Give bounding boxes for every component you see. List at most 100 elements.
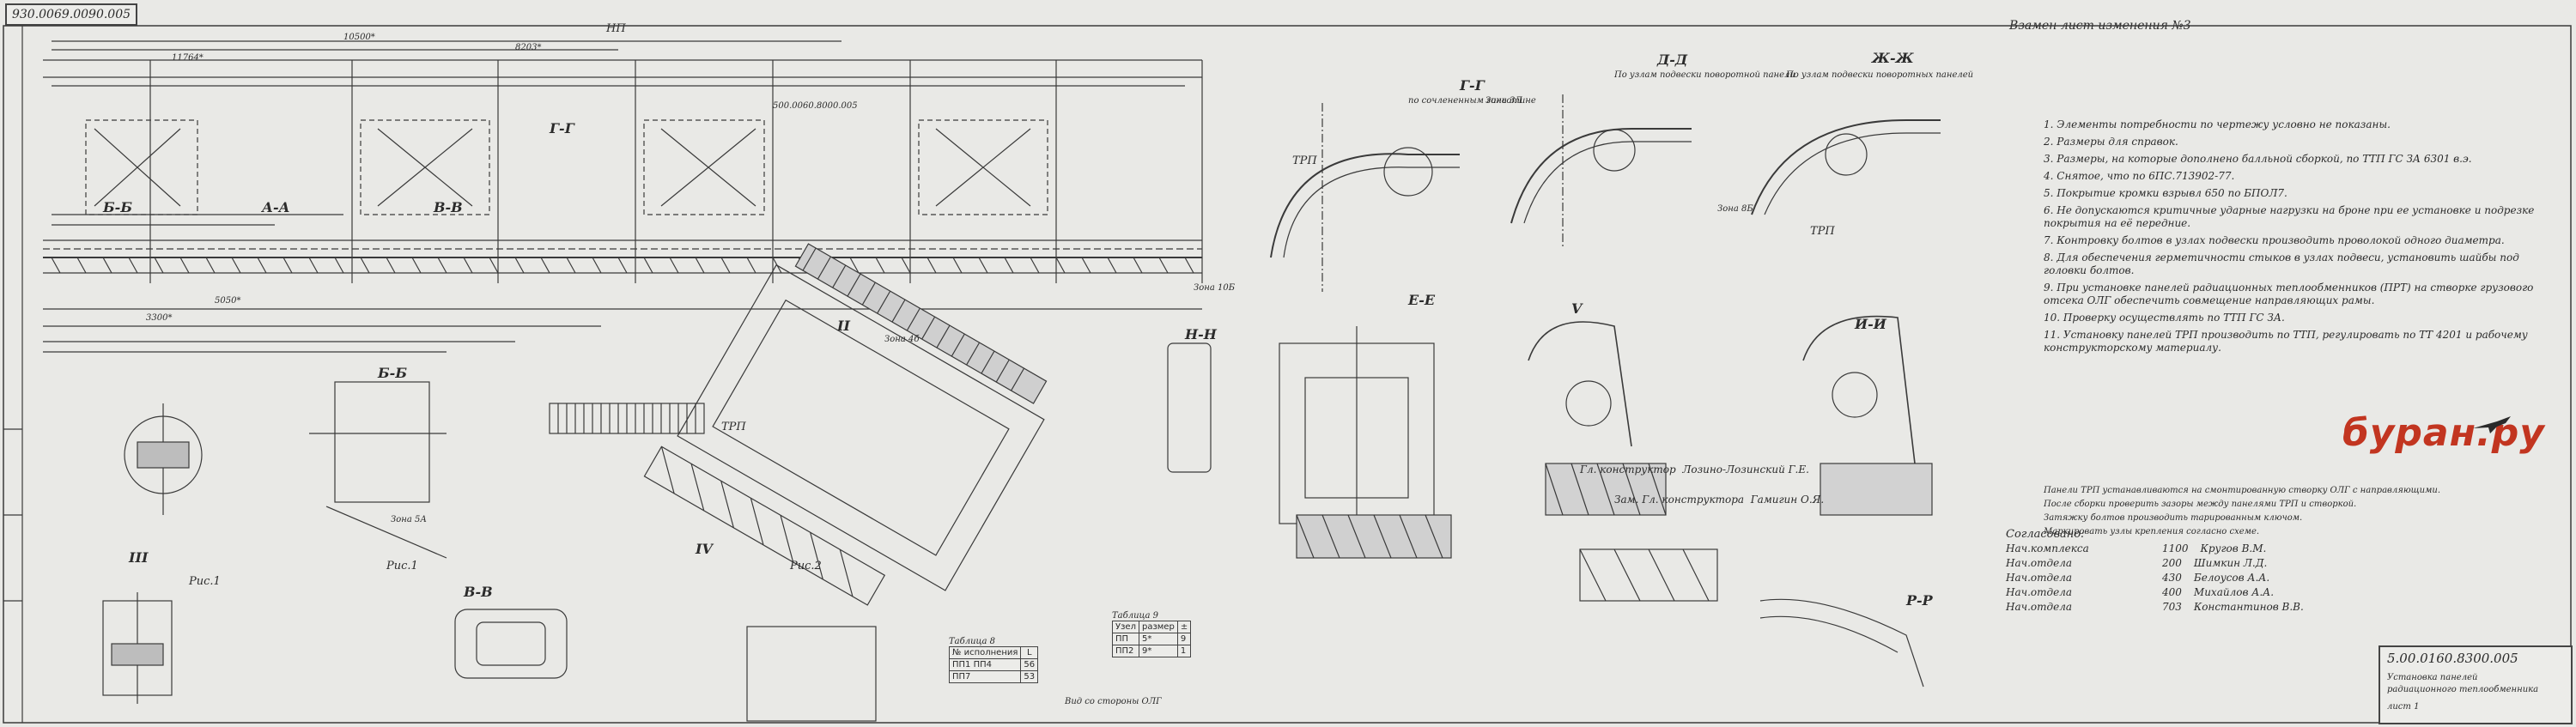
note-item: После сборки проверить зазоры между пане… [2044, 500, 2357, 509]
technical-notes: 1. Элементы потребности по чертежу услов… [2044, 118, 2550, 359]
note-item: 4. Снятое, что по 6ПС.713902-77. [2044, 170, 2235, 182]
note-item: 8. Для обеспечения герметичности стыков … [2044, 251, 2519, 276]
dimension-label: 8203* [515, 43, 542, 52]
chief-designer-label: Гл. конструктор [1580, 463, 1676, 476]
section-marker: А-А [262, 199, 290, 215]
approval-title: Согласовано: [2006, 528, 2085, 541]
sheet-border [3, 25, 2572, 724]
figure-label: Рис.1 [189, 575, 221, 588]
zone-label: Зона 3Л [1485, 96, 1522, 106]
section-marker: В-В [434, 199, 463, 215]
section-heading-zz: Ж-Ж [1872, 50, 1914, 66]
drawing-number-stamp: 930.0069.0090.005 [5, 3, 137, 26]
title-block-sheet: лист 1 [2387, 702, 2420, 712]
note-item: 9. При установке панелей радиационных те… [2044, 282, 2534, 306]
table-cell: 1 [1176, 645, 1192, 657]
note-item: 6. Не допускаются критичные ударные нагр… [2044, 204, 2535, 229]
note-item: Затяжку болтов производить тарированным … [2044, 513, 2303, 523]
dimension-label: 11764* [172, 53, 204, 63]
note-item: 2. Размеры для справок. [2044, 136, 2178, 148]
shuttle-icon [2473, 416, 2511, 433]
table-cell: 53 [1020, 670, 1039, 683]
signature-role: Нач.отдела [2006, 557, 2073, 569]
signature-row: Нач.отдела 400 Михайлов А.А. [2006, 585, 2304, 600]
note-item: 3. Размеры, на которые дополнено балльно… [2044, 153, 2472, 165]
signature-row: Нач.комплекса 1100 Кругов В.М. [2006, 542, 2304, 556]
figure-label: Рис.2 [790, 560, 822, 573]
note-item: 11. Установку панелей ТРП производить по… [2044, 329, 2528, 354]
buran-logo: буран.ру [2342, 408, 2545, 459]
signature-name: Белоусов А.А. [2193, 572, 2270, 584]
signature-name: Кругов В.М. [2200, 542, 2267, 554]
section-marker: Р-Р [1906, 592, 1933, 609]
secondary-notes: Панели ТРП устанавливаются на смонтирова… [2044, 485, 2550, 540]
note-item: Маркировать узлы крепления согласно схем… [2044, 527, 2260, 536]
zone-label: Зона 10Б [1194, 283, 1236, 293]
section-marker: Е-Е [1408, 292, 1436, 308]
section-gg-subtitle: по сочлененным гильотине [1408, 96, 1536, 106]
deputy-name: Гамигин О.Я. [1750, 494, 1825, 506]
signature-role: Нач.комплекса [2006, 542, 2089, 554]
table-cell: ПП [1112, 633, 1139, 645]
table-cell: 56 [1020, 658, 1039, 671]
zone-label: Зона 5А [391, 515, 427, 524]
section-marker: IV [696, 541, 713, 557]
note-item: 10. Проверку осуществлять по ТТП ГС ЗА. [2044, 312, 2285, 324]
section-heading-dd: Д-Д [1657, 51, 1688, 68]
trp-callout: ТРП [1810, 225, 1835, 238]
table-header: № исполнения [948, 646, 1022, 659]
section-marker: Б-Б [103, 199, 132, 215]
signature-name: Шимкин Л.Д. [2193, 557, 2268, 569]
table-cell: ПП7 [948, 670, 1022, 683]
dimension-label: 10500* [343, 33, 375, 42]
table-header: ± [1176, 621, 1192, 633]
table-cell: 9* [1138, 645, 1178, 657]
section-marker: III [129, 549, 149, 566]
table-header: L [1020, 646, 1039, 659]
deputy-designer: Зам. Гл. конструктора Гамигин О.Я. [1614, 494, 1824, 506]
chief-designer-name: Лозино-Лозинский Г.Е. [1682, 463, 1809, 476]
dimension-label: 500.0060.8000.005 [773, 101, 858, 111]
dimension-label: 3300* [146, 313, 173, 323]
dimension-label: 5050* [215, 296, 241, 306]
note-item: Панели ТРП устанавливаются на смонтирова… [2044, 486, 2440, 495]
section-marker: Б-Б [378, 365, 407, 381]
signature-role: Нач.отдела [2006, 586, 2073, 598]
title-block-code: 5.00.0160.8300.005 [2387, 651, 2518, 666]
figure-label: Рис.1 [386, 560, 418, 573]
zone-label: Зона 8Б [1717, 204, 1753, 214]
table-cell: ПП1 ПП4 [948, 658, 1022, 671]
signature-row: Нач.отдела 703 Константинов В.В. [2006, 600, 2304, 615]
signature-role: Нач.отдела [2006, 601, 2073, 613]
section-heading-gg: Г-Г [1460, 77, 1485, 94]
note-item: 1. Элементы потребности по чертежу услов… [2044, 118, 2391, 130]
table-header: размер [1138, 621, 1178, 633]
chief-designer: Гл. конструктор Лозино-Лозинский Г.Е. [1580, 463, 1809, 476]
signature-code: 703 [2162, 601, 2182, 613]
logo-text: буран.ру [2342, 411, 2545, 455]
view-caption: Вид со стороны ОЛГ [1065, 697, 1162, 706]
signature-code: 1100 [2162, 542, 2189, 554]
section-marker: Н-Н [1185, 326, 1217, 342]
signature-code: 430 [2162, 572, 2182, 584]
signature-name: Михайлов А.А. [2193, 586, 2275, 598]
approval-block: Согласовано: Нач.комплекса 1100 Кругов В.М… [2006, 527, 2304, 615]
table-cell: ПП2 [1112, 645, 1139, 657]
section-marker: II [837, 318, 850, 334]
section-marker: В-В [464, 584, 493, 600]
note-item: 5. Покрытие кромки взрывл 650 по БПОЛ7. [2044, 187, 2287, 199]
section-marker: V [1571, 300, 1583, 317]
table-title: Таблица 8 [949, 637, 996, 646]
trp-callout: ТРП [1292, 154, 1317, 167]
title-block-line: радиационного теплообменника [2387, 685, 2539, 694]
section-marker: Г-Г [550, 120, 574, 136]
deputy-label: Зам. Гл. конструктора [1614, 494, 1745, 506]
signature-code: 400 [2162, 586, 2182, 598]
signature-name: Константинов В.В. [2193, 601, 2304, 613]
